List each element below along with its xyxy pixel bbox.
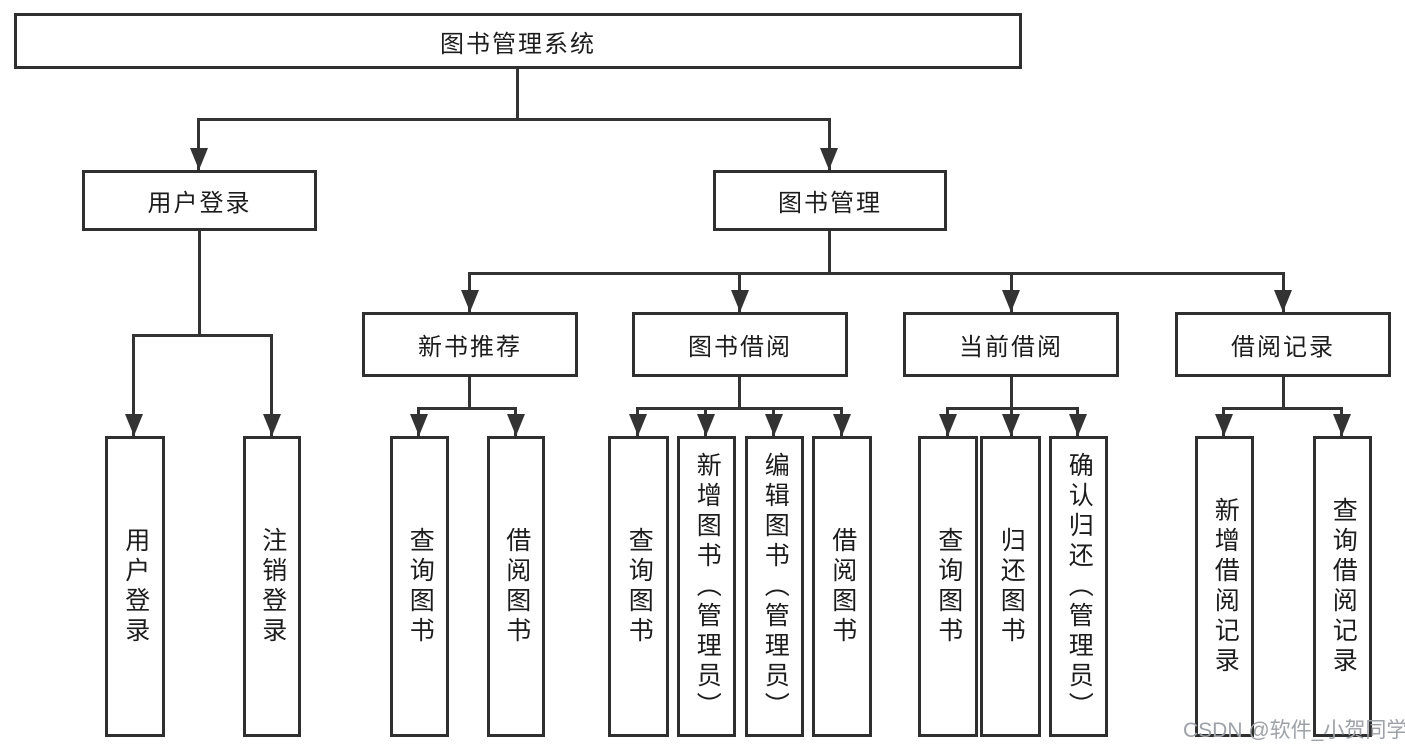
node-borrowing-records: 借阅记录 bbox=[1175, 312, 1391, 377]
leaf-cb-confirm-return-admin: 确认归还（管理员） bbox=[1049, 436, 1108, 737]
connector-user-login-splitter bbox=[132, 334, 273, 337]
node-label: 借阅记录 bbox=[1231, 334, 1335, 361]
connector-level3-splitter bbox=[468, 272, 1285, 275]
leaf-user-login: 用户登录 bbox=[105, 436, 165, 737]
arrow-down-icon bbox=[507, 414, 525, 436]
leaf-br-query-record: 查询借阅记录 bbox=[1313, 436, 1372, 737]
leaf-br-add-record: 新增借阅记录 bbox=[1195, 436, 1254, 737]
connector-user-login-stem bbox=[198, 231, 201, 334]
arrow-down-icon bbox=[125, 414, 143, 436]
leaf-cb-return-books: 归还图书 bbox=[980, 436, 1041, 737]
arrow-down-icon bbox=[629, 414, 647, 436]
connector-borrowing-records-stem bbox=[1282, 377, 1285, 407]
leaf-bb-query-books: 查询图书 bbox=[608, 436, 669, 737]
connector-book-borrowing-stem bbox=[738, 377, 741, 407]
arrow-down-icon bbox=[939, 414, 957, 436]
arrow-down-icon bbox=[190, 148, 208, 170]
leaf-label: 注销登录 bbox=[258, 526, 287, 647]
csdn-watermark: CSDN @软件_小贺同学 bbox=[1183, 719, 1405, 742]
leaf-bb-edit-books-admin: 编辑图书（管理员） bbox=[745, 436, 804, 737]
node-current-borrowing: 当前借阅 bbox=[903, 312, 1119, 377]
connector-level2-splitter bbox=[198, 118, 831, 121]
leaf-cb-query-books: 查询图书 bbox=[918, 436, 978, 737]
node-book-management: 图书管理 bbox=[713, 170, 947, 231]
leaf-bb-add-books-admin: 新增图书（管理员） bbox=[677, 436, 736, 737]
node-user-login: 用户登录 bbox=[82, 170, 317, 231]
arrow-down-icon bbox=[697, 414, 715, 436]
arrow-down-icon bbox=[1002, 290, 1020, 312]
leaf-nb-borrow-books: 借阅图书 bbox=[487, 436, 545, 737]
connector-borrowing-records-splitter bbox=[1222, 407, 1343, 410]
node-label: 图书管理 bbox=[778, 190, 882, 217]
arrow-down-icon bbox=[263, 414, 281, 436]
connector-drop-leaf bbox=[270, 334, 273, 436]
arrow-down-icon bbox=[1333, 414, 1351, 436]
arrow-down-icon bbox=[461, 290, 479, 312]
node-label: 用户登录 bbox=[147, 190, 252, 217]
connector-drop-leaf bbox=[132, 334, 135, 436]
leaf-label: 借阅图书 bbox=[828, 526, 857, 647]
leaf-label: 确认归还（管理员） bbox=[1065, 451, 1094, 722]
leaf-label: 新增借阅记录 bbox=[1211, 496, 1240, 677]
leaf-label: 用户登录 bbox=[121, 526, 150, 647]
leaf-label: 查询图书 bbox=[625, 526, 654, 647]
arrow-down-icon bbox=[731, 290, 749, 312]
connector-drop-user-login bbox=[197, 118, 200, 170]
leaf-nb-query-books: 查询图书 bbox=[390, 436, 449, 737]
connector-book-management-stem bbox=[828, 231, 831, 272]
leaf-label: 编辑图书（管理员） bbox=[761, 451, 790, 722]
connector-drop-book-management bbox=[828, 118, 831, 170]
arrow-down-icon bbox=[765, 414, 783, 436]
arrow-down-icon bbox=[820, 148, 838, 170]
arrow-down-icon bbox=[410, 414, 428, 436]
node-label: 新书推荐 bbox=[418, 334, 522, 361]
leaf-logout: 注销登录 bbox=[243, 436, 301, 737]
arrow-down-icon bbox=[1069, 414, 1087, 436]
node-label: 图书管理系统 bbox=[440, 30, 596, 58]
arrow-down-icon bbox=[1215, 414, 1233, 436]
connector-current-borrowing-stem bbox=[1010, 377, 1013, 407]
arrow-down-icon bbox=[1002, 414, 1020, 436]
arrow-down-icon bbox=[833, 414, 851, 436]
node-label: 图书借阅 bbox=[688, 334, 792, 361]
leaf-bb-borrow-books: 借阅图书 bbox=[812, 436, 872, 737]
leaf-label: 新增图书（管理员） bbox=[693, 451, 722, 722]
leaf-label: 查询图书 bbox=[934, 526, 963, 647]
connector-root-stem bbox=[516, 69, 519, 118]
arrow-down-icon bbox=[1274, 290, 1292, 312]
leaf-label: 归还图书 bbox=[997, 526, 1026, 647]
connector-new-book-stem bbox=[468, 377, 471, 407]
node-label: 当前借阅 bbox=[959, 334, 1063, 361]
connector-new-book-splitter bbox=[417, 407, 517, 410]
leaf-label: 借阅图书 bbox=[502, 526, 531, 647]
node-book-borrowing: 图书借阅 bbox=[632, 312, 848, 377]
leaf-label: 查询图书 bbox=[406, 526, 435, 647]
leaf-label: 查询借阅记录 bbox=[1329, 496, 1358, 677]
node-root-library-system: 图书管理系统 bbox=[14, 13, 1022, 69]
connector-book-borrowing-splitter bbox=[636, 407, 843, 410]
node-new-book-recommend: 新书推荐 bbox=[362, 312, 578, 377]
